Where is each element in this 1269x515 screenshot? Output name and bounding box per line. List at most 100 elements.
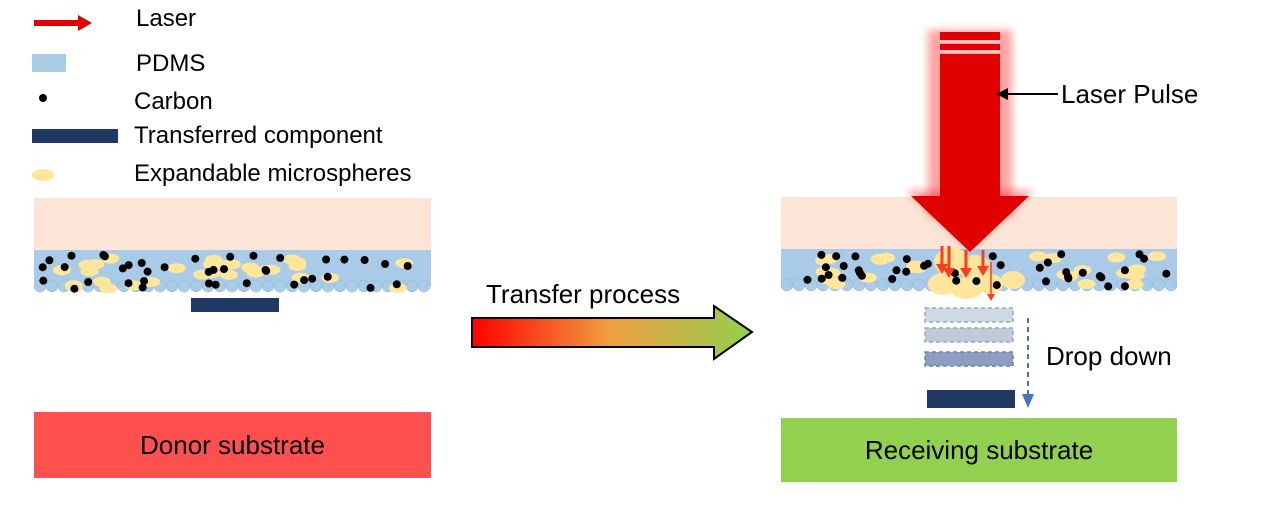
donor-substrate	[34, 412, 431, 478]
pdms-bump	[405, 279, 419, 293]
carbon-particle	[1121, 282, 1129, 291]
carbon-particle	[242, 279, 251, 288]
pdms-bump	[1152, 278, 1166, 292]
microsphere	[1126, 270, 1145, 281]
carbon-particle	[322, 255, 331, 264]
heat-arrows	[936, 246, 995, 301]
carbon-particle	[124, 261, 133, 270]
carbon-particle	[84, 278, 93, 286]
donor-assembly	[33, 198, 431, 478]
carbon-particle	[99, 251, 108, 259]
carbon-particle	[392, 280, 401, 289]
carbon-particle	[137, 259, 146, 267]
pdms-bump	[261, 279, 275, 293]
carbon-particle	[992, 281, 1001, 290]
carbon-particle	[1062, 268, 1071, 277]
laser-pulse-pointer	[996, 88, 1058, 100]
receiving-assembly	[780, 30, 1178, 482]
pdms-bump	[45, 279, 59, 293]
carbon-particle	[972, 277, 981, 286]
microsphere	[288, 261, 307, 271]
receiving-carbon-particles	[803, 250, 1171, 291]
pdms-bump	[900, 278, 914, 292]
carbon-particle	[360, 256, 369, 264]
donor-substrate-label: Donor substrate	[140, 429, 325, 460]
transfer-process-label: Transfer process	[486, 279, 681, 309]
pdms-bump	[189, 279, 203, 293]
carbon-particle	[817, 274, 826, 283]
carbon-particle	[888, 275, 897, 283]
carbon-particle	[340, 255, 349, 264]
carbon-particle	[191, 254, 200, 263]
carbon-particle	[902, 255, 911, 264]
pdms-bump	[177, 279, 191, 293]
carbon-particle	[996, 261, 1005, 270]
carbon-particle	[38, 263, 47, 272]
carbon-particle	[220, 265, 228, 274]
carbon-particle	[1043, 258, 1052, 267]
carbon-particle	[1120, 266, 1129, 275]
microsphere	[1029, 251, 1047, 262]
carbon-legend-icon	[39, 94, 47, 102]
donor-carbon-particles	[38, 251, 412, 293]
carbon-particle	[160, 263, 169, 272]
pdms-bump	[1164, 278, 1178, 292]
legend-microspheres-label: Expandable microspheres	[134, 160, 412, 187]
microsphere	[86, 259, 105, 270]
laser-legend-icon	[34, 15, 92, 31]
donor-transferred-component	[191, 298, 279, 312]
carbon-particle	[45, 256, 54, 265]
pdms-bump	[792, 278, 806, 292]
microsphere	[167, 263, 186, 274]
dropping-component-ghosts	[924, 307, 1014, 367]
pdms-legend-icon	[32, 54, 66, 72]
carbon-particle	[39, 276, 48, 285]
receiving-substrate	[781, 418, 1177, 482]
pdms-bump	[249, 279, 263, 293]
carbon-particle	[1095, 272, 1104, 281]
receiving-substrate-label: Receiving substrate	[864, 434, 1094, 465]
legend-carbon-label: Carbon	[134, 88, 213, 115]
transfer-arrow	[471, 304, 754, 361]
carbon-particle	[1104, 282, 1113, 291]
microsphere	[1125, 279, 1144, 290]
carbon-particle	[60, 263, 69, 272]
laser-beam	[906, 30, 1034, 252]
carbon-particle	[839, 262, 848, 270]
microsphere	[871, 254, 890, 265]
carbon-particle	[209, 265, 218, 274]
carbon-particle	[851, 252, 860, 261]
carbon-particle	[1135, 250, 1144, 259]
carbon-particle	[821, 263, 830, 272]
carbon-particle	[118, 264, 127, 273]
microsphere	[241, 262, 260, 273]
laser-pulse-label: Laser Pulse	[1061, 79, 1199, 109]
carbon-particle	[143, 267, 152, 276]
carbon-particle	[1042, 277, 1050, 286]
carbon-particle	[249, 251, 258, 260]
carbon-particle	[276, 253, 285, 262]
drop-down-label: Drop down	[1046, 341, 1172, 371]
microsphere	[92, 276, 111, 287]
carbon-particle	[205, 279, 213, 288]
carbon-particle	[1064, 274, 1073, 283]
carbon-particle	[838, 273, 847, 282]
legend-component-label: Transferred component	[134, 122, 383, 149]
drop-down-arrow	[1022, 318, 1034, 408]
carbon-particle	[70, 284, 79, 293]
pdms-bump	[780, 278, 794, 292]
carbon-particle	[952, 276, 961, 285]
pdms-bump	[273, 279, 287, 293]
pdms-bump	[165, 279, 179, 293]
carbon-particle	[803, 275, 812, 284]
carbon-particle	[857, 271, 866, 280]
microsphere	[1148, 251, 1167, 262]
donor-top-layer	[34, 198, 431, 250]
carbon-particle	[211, 280, 220, 289]
legend-pdms-label: PDMS	[136, 50, 206, 77]
carbon-particle	[226, 252, 235, 261]
carbon-particle	[138, 283, 147, 292]
carbon-particle	[323, 272, 332, 281]
carbon-particle	[124, 279, 133, 288]
